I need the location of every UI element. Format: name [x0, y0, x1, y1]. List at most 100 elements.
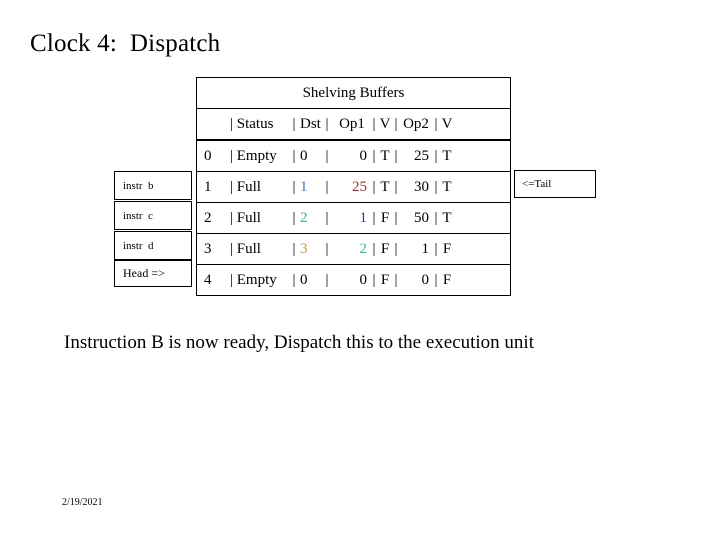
row-op1: 1	[359, 209, 368, 226]
row-index: 2	[204, 209, 212, 226]
slide-body-text: Instruction B is now ready, Dispatch thi…	[64, 332, 534, 353]
row-bar3: |	[372, 240, 376, 257]
row-dst: 3	[300, 240, 308, 257]
row-status-cell: | Empty	[226, 147, 290, 164]
row-index: 4	[204, 271, 212, 288]
table-row: 3| Full|3|2|F|1|F	[196, 233, 511, 265]
header-bar-5: |	[434, 115, 438, 132]
row-bar4: |	[394, 178, 398, 195]
row-grid: 4| Empty|0|0|F|0|F	[197, 265, 510, 295]
header-v2-label: V	[441, 115, 453, 132]
header-bar-3: |	[372, 115, 376, 132]
row-op1: 25	[352, 178, 367, 195]
row-bar2: |	[325, 271, 329, 288]
row-op1: 2	[359, 240, 368, 257]
row-status-cell: | Full	[226, 240, 290, 257]
row-dst: 1	[300, 178, 308, 195]
table-caption-row: Shelving Buffers	[196, 77, 511, 109]
header-v1-label: V	[379, 115, 391, 132]
row-index: 0	[204, 147, 212, 164]
row-bar3: |	[372, 209, 376, 226]
row-op2: 1	[421, 240, 430, 257]
row-bar2: |	[325, 240, 329, 257]
row-dst: 0	[300, 147, 308, 164]
table-caption-cell: Shelving Buffers	[196, 77, 511, 109]
row-v2: T	[442, 147, 452, 164]
row-bar1: |	[292, 271, 296, 288]
row-dst: 2	[300, 209, 308, 226]
row-bar5: |	[434, 147, 438, 164]
row-status-cell: | Full	[226, 178, 290, 195]
row-v2: F	[442, 271, 452, 288]
row-v1: T	[380, 178, 390, 195]
table-header-row: | Status | Dst | Op1 | V | Op2 | V	[196, 108, 511, 141]
row-v1: T	[380, 147, 390, 164]
head-pointer-label: Head =>	[114, 260, 192, 287]
row-bar2: |	[325, 147, 329, 164]
row-status: Empty	[236, 271, 277, 288]
header-status: | Status	[226, 115, 290, 132]
header-bar-4: |	[394, 115, 398, 132]
row-op2: 30	[414, 178, 429, 195]
instr-label-d: instr d	[114, 231, 192, 260]
table-row: 4| Empty|0|0|F|0|F	[196, 264, 511, 296]
row-bar1: |	[292, 209, 296, 226]
header-status-label: Status	[236, 115, 274, 132]
row-grid: 0| Empty|0|0|T|25|T	[197, 141, 510, 171]
row-op2: 0	[421, 271, 430, 288]
row-v1: F	[380, 271, 390, 288]
row-status: Empty	[236, 147, 277, 164]
tail-pointer-label: <=Tail	[514, 170, 596, 198]
row-bar1: |	[292, 178, 296, 195]
page-title: Clock 4: Dispatch	[30, 30, 221, 57]
header-dst-label: Dst	[300, 115, 321, 132]
row-index: 3	[204, 240, 212, 257]
row-status: Full	[236, 240, 261, 257]
row-bar3: |	[372, 271, 376, 288]
row-bar4: |	[394, 271, 398, 288]
row-status: Full	[236, 209, 261, 226]
header-grid: | Status | Dst | Op1 | V | Op2 | V	[197, 109, 510, 139]
row-v2: T	[442, 178, 452, 195]
row-bar2: |	[325, 178, 329, 195]
header-op2-label: Op2	[403, 115, 429, 132]
row-bar0: |	[230, 147, 234, 164]
row-grid: 3| Full|3|2|F|1|F	[197, 234, 510, 264]
row-bar2: |	[325, 209, 329, 226]
table-header-cell: | Status | Dst | Op1 | V | Op2 | V	[196, 108, 511, 141]
table-row: 0| Empty|0|0|T|25|T	[196, 140, 511, 172]
row-grid: 2| Full|2|1|F|50|T	[197, 203, 510, 233]
row-op1: 0	[359, 271, 368, 288]
table-row-cell: 2| Full|2|1|F|50|T	[196, 202, 511, 234]
table-row: 2| Full|2|1|F|50|T	[196, 202, 511, 234]
row-bar4: |	[394, 147, 398, 164]
row-v2: T	[442, 209, 452, 226]
row-bar5: |	[434, 209, 438, 226]
row-status-cell: | Full	[226, 209, 290, 226]
row-status: Full	[236, 178, 261, 195]
table-row-cell: 0| Empty|0|0|T|25|T	[196, 140, 511, 172]
table-row: 1| Full|1|25|T|30|T	[196, 171, 511, 203]
row-bar0: |	[230, 271, 234, 288]
row-op2: 25	[414, 147, 429, 164]
row-bar4: |	[394, 209, 398, 226]
table-caption-label: Shelving Buffers	[302, 84, 405, 101]
row-bar5: |	[434, 178, 438, 195]
row-op2: 50	[414, 209, 429, 226]
header-bar-2: |	[325, 115, 329, 132]
row-op1: 0	[359, 147, 368, 164]
row-dst: 0	[300, 271, 308, 288]
row-bar0: |	[230, 240, 234, 257]
row-bar5: |	[434, 271, 438, 288]
shelving-buffers-table: Shelving Buffers | Status | Dst | Op1 | …	[196, 77, 511, 296]
header-bar-1: |	[292, 115, 296, 132]
footer-date: 2/19/2021	[62, 497, 103, 508]
header-bar-0: |	[230, 115, 234, 132]
row-v2: F	[442, 240, 452, 257]
table-row-cell: 4| Empty|0|0|F|0|F	[196, 264, 511, 296]
row-v1: F	[380, 240, 390, 257]
row-bar3: |	[372, 178, 376, 195]
row-bar0: |	[230, 209, 234, 226]
row-grid: 1| Full|1|25|T|30|T	[197, 172, 510, 202]
